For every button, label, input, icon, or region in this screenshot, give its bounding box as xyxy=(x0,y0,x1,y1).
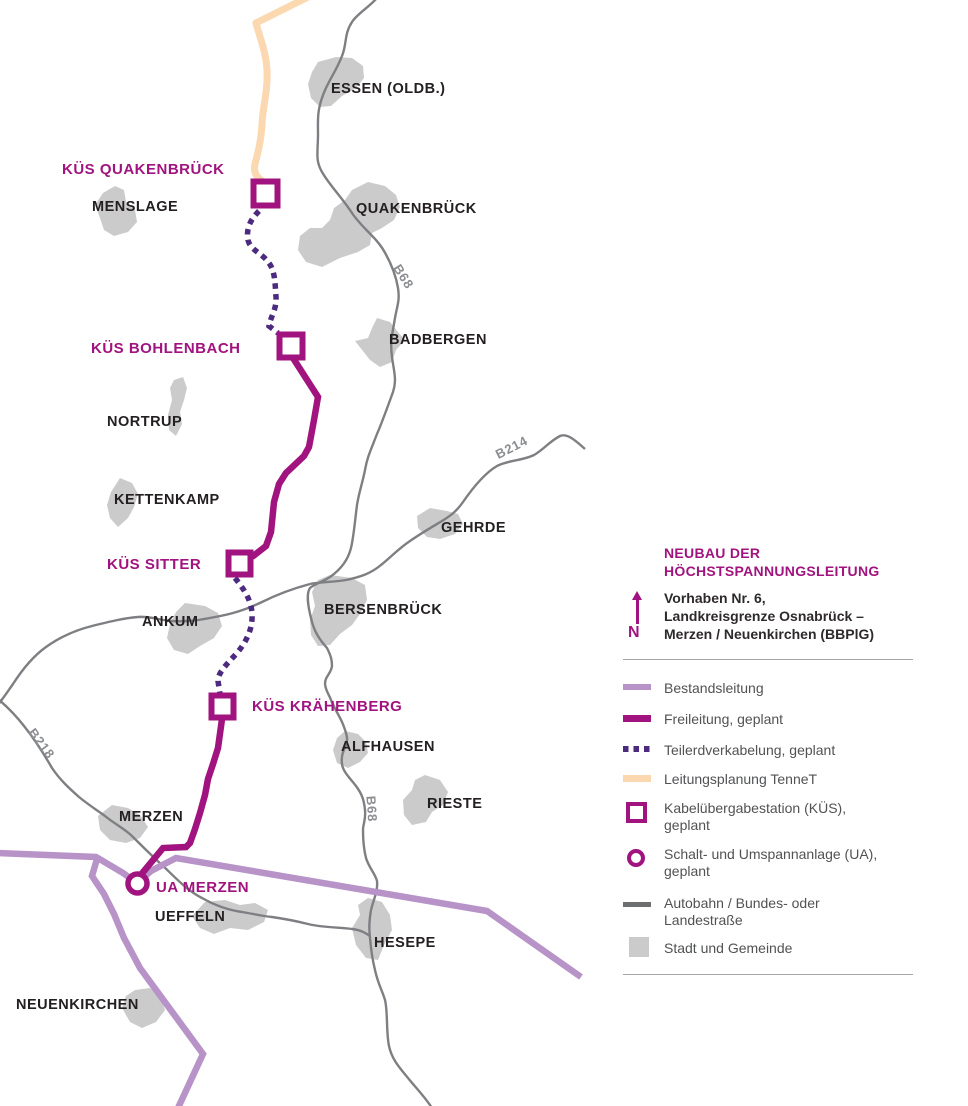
legend-item-bestandsleitung: Bestandsleitung xyxy=(664,680,764,696)
area-ankum xyxy=(167,603,222,654)
bestandsleitung-lines xyxy=(0,849,583,1106)
area-hesepe xyxy=(352,898,392,960)
kues-sitter-marker xyxy=(225,549,254,578)
town-label-ankum: ANKUM xyxy=(142,614,199,630)
town-label-kettenkamp: KETTENKAMP xyxy=(114,492,220,508)
town-label-alfhausen: ALFHAUSEN xyxy=(341,739,435,755)
teilerdverkabelung-lines xyxy=(215,209,280,695)
teilerdverkabelung-segment-2 xyxy=(215,576,255,695)
road-ankum-west xyxy=(0,582,311,705)
legend-item-kues: Kabelübergabestation (KÜS), geplant xyxy=(664,800,847,833)
kues-kraehenberg-marker xyxy=(208,692,237,721)
legend-project-text: Vorhaben Nr. 6, Landkreisgrenze Osnabrüc… xyxy=(664,590,875,642)
road-b218 xyxy=(0,699,371,937)
town-label-badbergen: BADBERGEN xyxy=(389,332,487,348)
area-kettenkamp xyxy=(107,478,138,527)
freileitung-segment-1 xyxy=(249,356,322,560)
north-arrow-icon xyxy=(632,591,642,600)
town-label-neuenkirchen: NEUENKIRCHEN xyxy=(16,997,139,1013)
station-label-kues-sitter: KÜS SITTER xyxy=(107,556,202,573)
town-label-bersenbrueck: BERSENBRÜCK xyxy=(324,602,443,618)
teilerdverkabelung-swatch xyxy=(623,746,651,752)
freileitung-segment-2 xyxy=(136,718,226,880)
ua-merzen-marker xyxy=(125,871,150,896)
freileitung-swatch xyxy=(623,715,651,722)
kues-bohlenbach-marker xyxy=(276,331,306,361)
freileitung-lines xyxy=(136,356,322,880)
legend-divider-bottom xyxy=(623,974,913,975)
legend-title: NEUBAU DER HÖCHSTSPANNUNGSLEITUNG xyxy=(664,545,880,579)
town-label-rieste: RIESTE xyxy=(427,796,483,812)
kues-swatch xyxy=(626,802,647,823)
station-markers xyxy=(125,178,306,896)
legend-item-tennet: Leitungsplanung TenneT xyxy=(664,771,818,787)
bestandsleitung-branch xyxy=(88,858,207,1106)
legend-item-ua: Schalt- und Umspannanlage (UA), geplant xyxy=(664,846,878,879)
town-label-menslage: MENSLAGE xyxy=(92,199,179,215)
road-label-b68-south: B68 xyxy=(363,795,381,823)
station-label-kues-bohlenbach: KÜS BOHLENBACH xyxy=(91,340,241,357)
ua-swatch xyxy=(627,849,645,867)
town-label-nortrup: NORTRUP xyxy=(107,414,183,430)
legend-divider-top xyxy=(623,659,913,660)
road-b68 xyxy=(306,0,433,1106)
north-label: N xyxy=(628,624,640,641)
area-ueffeln xyxy=(192,900,268,934)
legend-item-autobahn: Autobahn / Bundes- oder Landestraße xyxy=(664,895,820,928)
area-bersenbrueck xyxy=(310,575,367,646)
town-label-ueffeln: UEFFELN xyxy=(155,909,226,925)
bestandsleitung-line xyxy=(0,849,583,980)
bestandsleitung-swatch xyxy=(623,684,651,690)
area-merzen xyxy=(98,805,148,843)
tennet-swatch xyxy=(623,775,651,782)
station-label-kues-quakenbrueck: KÜS QUAKENBRÜCK xyxy=(62,161,225,178)
area-rieste xyxy=(403,775,448,825)
kues-quakenbrueck-marker xyxy=(250,178,281,209)
town-label-hesepe: HESEPE xyxy=(374,935,436,951)
stadt-swatch xyxy=(629,937,649,957)
area-menslage xyxy=(95,186,137,236)
area-quakenbrueck xyxy=(298,182,400,267)
teilerdverkabelung-segment-1 xyxy=(244,209,280,336)
legend-item-freileitung: Freileitung, geplant xyxy=(664,711,784,727)
north-arrow-line xyxy=(636,599,639,624)
autobahn-swatch xyxy=(623,902,651,907)
town-label-quakenbrueck: QUAKENBRÜCK xyxy=(356,201,477,217)
legend-item-teilerdverkabelung: Teilerdverkabelung, geplant xyxy=(664,742,836,758)
town-label-gehrde: GEHRDE xyxy=(441,520,507,536)
road-b214 xyxy=(309,434,586,586)
area-nortrup xyxy=(168,377,187,436)
legend-item-stadt: Stadt und Gemeinde xyxy=(664,940,793,956)
station-label-kues-kraehenberg: KÜS KRÄHENBERG xyxy=(252,698,403,715)
tennet-line xyxy=(251,0,310,184)
area-neuenkirchen xyxy=(122,988,165,1028)
town-label-essen: ESSEN (OLDB.) xyxy=(331,81,446,97)
station-label-ua-merzen: UA MERZEN xyxy=(156,879,250,896)
town-label-merzen: MERZEN xyxy=(119,809,184,825)
